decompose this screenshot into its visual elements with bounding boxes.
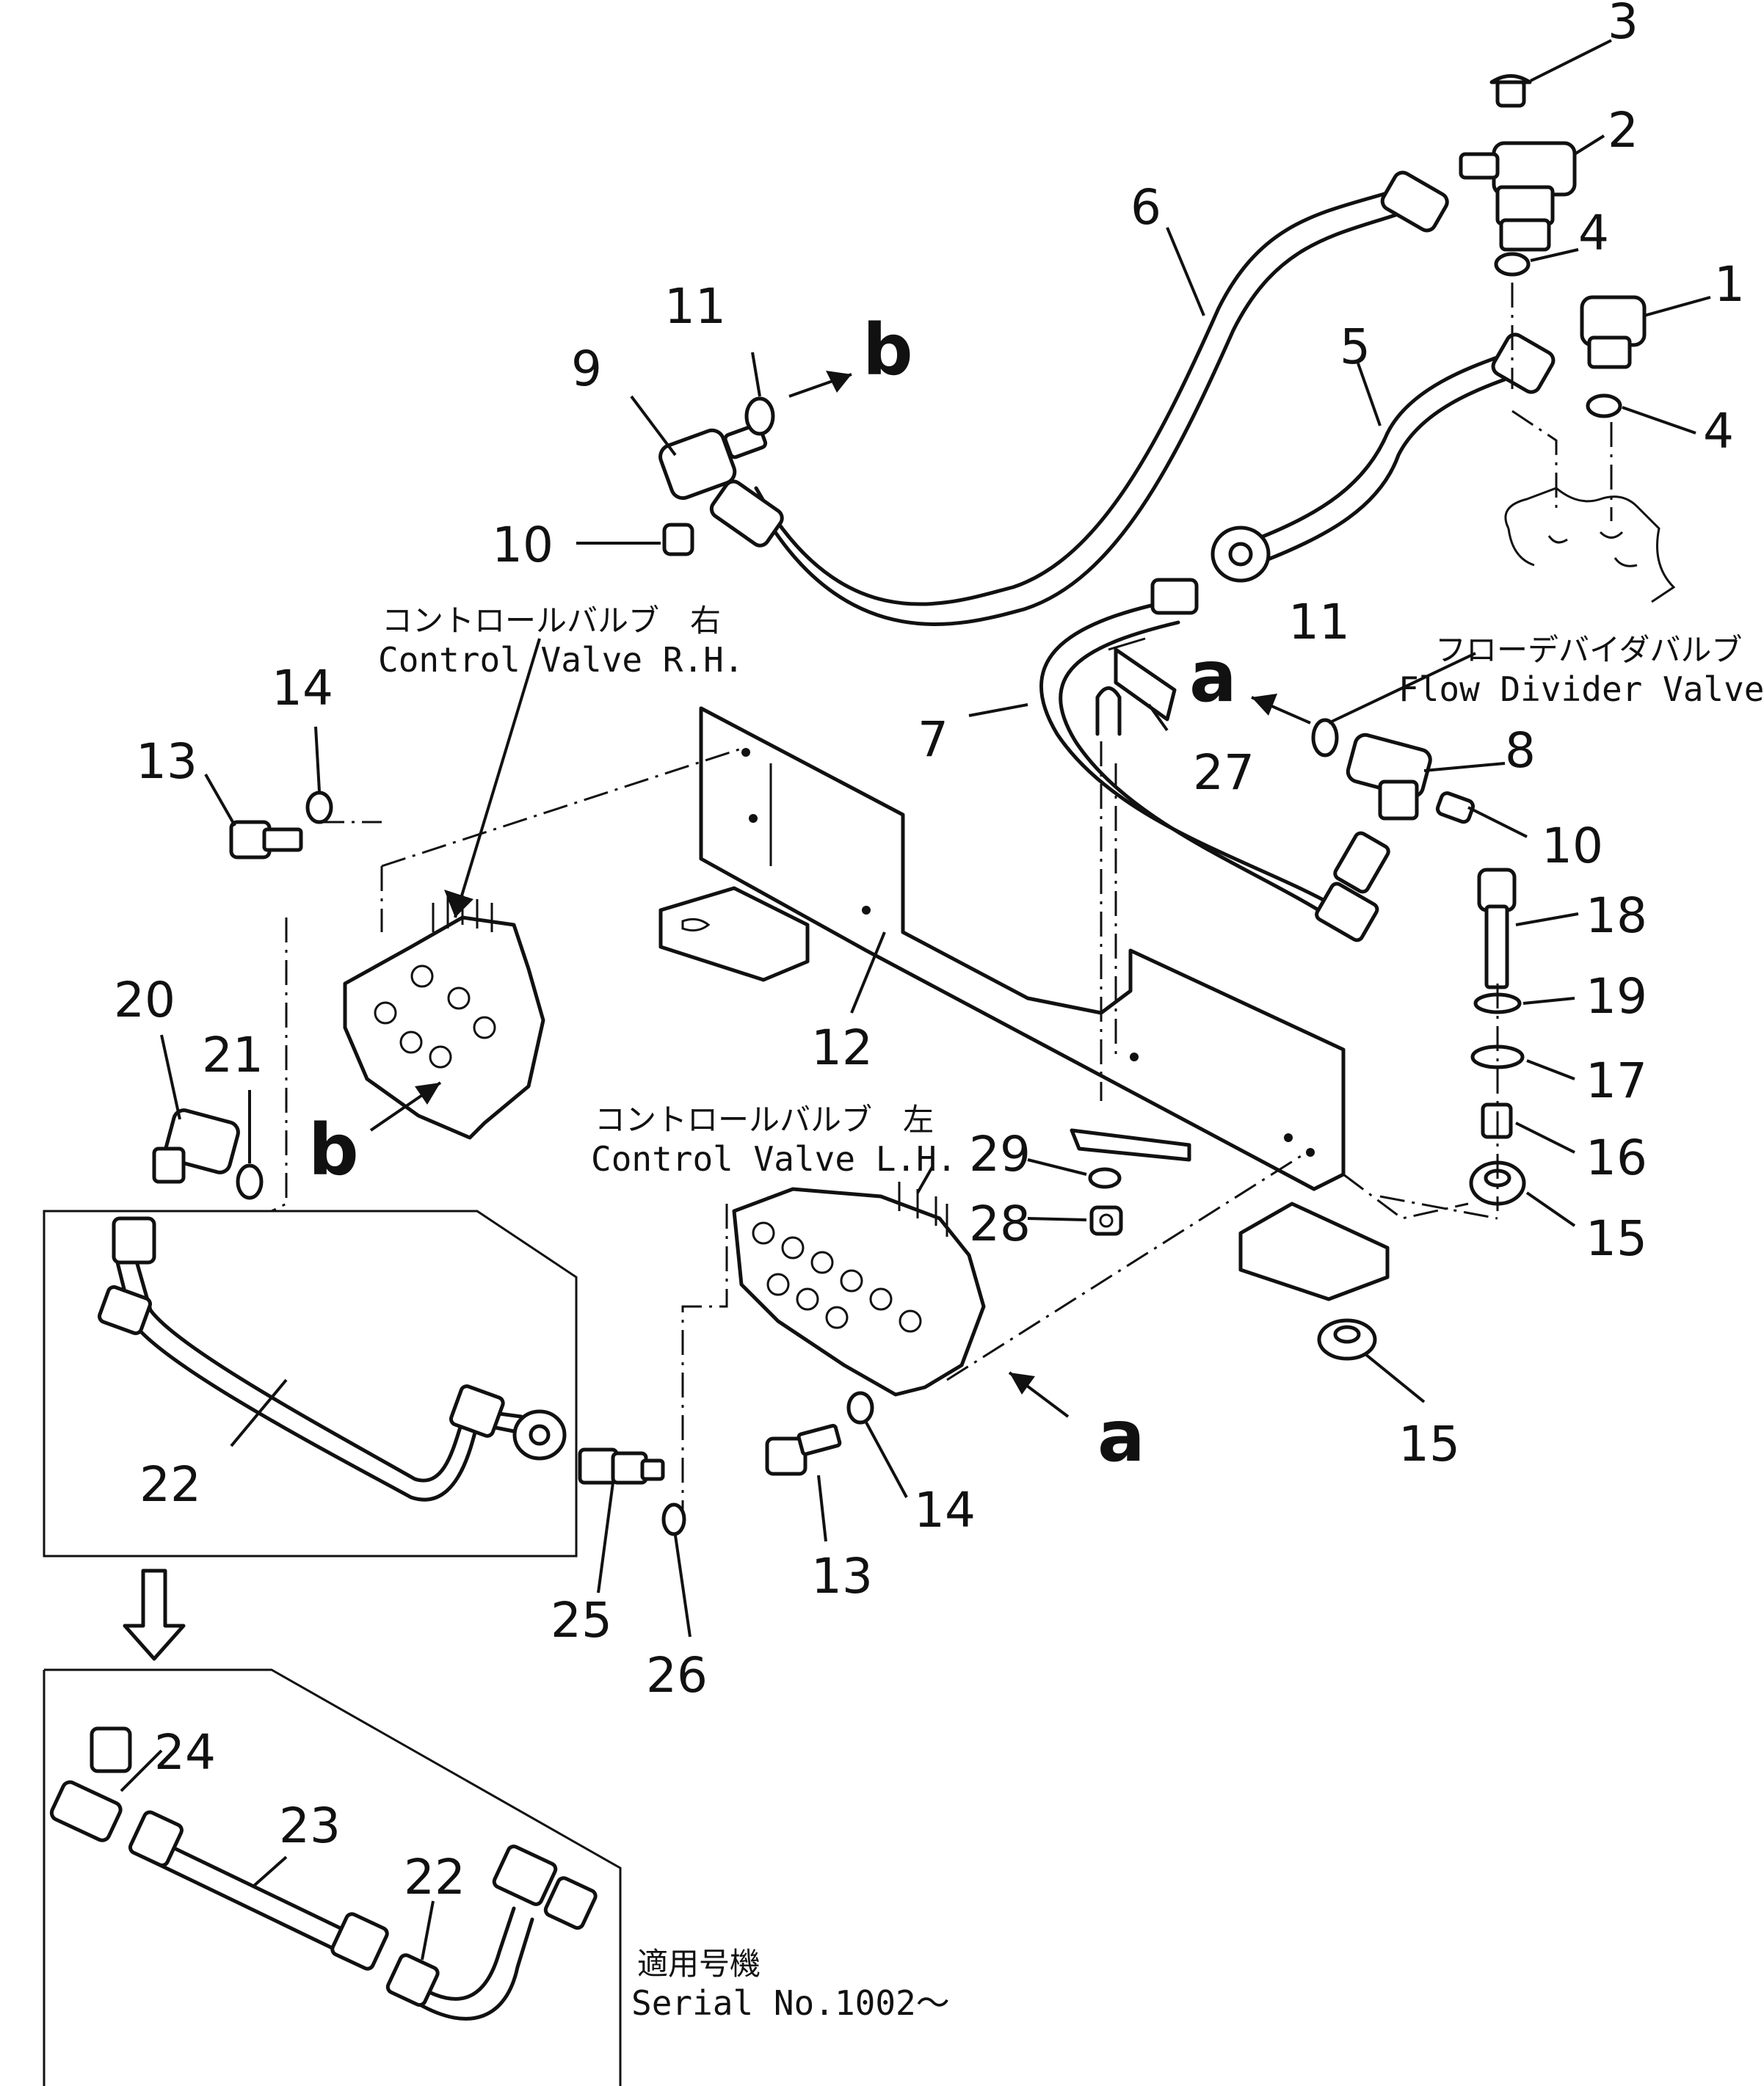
grease-fitting-3: [1489, 74, 1532, 108]
o-ring-4-upper: [1494, 252, 1531, 277]
callout-22-box2: 22: [404, 1849, 465, 1905]
control-valve-lh-jp: コントロールバルブ 左: [595, 1102, 934, 1138]
arrow-b-bottom-icon: [369, 1081, 442, 1132]
fitting-10-upper: [662, 523, 694, 556]
callout-28: 28: [969, 1196, 1031, 1252]
callout-25: 25: [551, 1592, 612, 1649]
fitting-10-lower: [1435, 791, 1475, 824]
hose-23-assembly: [49, 1726, 598, 2021]
callout-9: 9: [571, 341, 602, 397]
elbow-20: [152, 1108, 240, 1184]
callout-7: 7: [918, 711, 948, 768]
o-ring-11-lower: [1311, 718, 1339, 757]
callout-23: 23: [279, 1798, 341, 1854]
captions: コントロールバルブ 右 Control Valve R.H. コントロールバルブ…: [378, 603, 1764, 2023]
nut-28: [1089, 1205, 1123, 1236]
washer-29: [1088, 1167, 1122, 1189]
o-ring-21: [236, 1163, 264, 1200]
washer-14-lower: [846, 1391, 874, 1425]
detail-box-1: [43, 1210, 578, 1558]
callout-2: 2: [1608, 102, 1638, 159]
callout-1: 1: [1714, 256, 1745, 313]
serial-en: Serial No.1002～: [631, 1983, 950, 2023]
callout-14-lower: 14: [914, 1482, 976, 1538]
hose-6: [709, 170, 1449, 626]
callout-6: 6: [1130, 179, 1161, 236]
tube-22: [98, 1216, 567, 1502]
callout-20: 20: [114, 972, 175, 1028]
callout-10-upper: 10: [492, 517, 553, 573]
callout-27: 27: [1193, 744, 1255, 801]
arrow-a-top-icon: [1251, 694, 1311, 724]
serial-jp: 適用号機: [637, 1946, 761, 1982]
callout-19: 19: [1586, 968, 1647, 1025]
callout-22-box1: 22: [139, 1456, 201, 1513]
flow-divider-en: Flow Divider Valve: [1398, 669, 1764, 709]
callout-8: 8: [1505, 722, 1536, 779]
callout-16: 16: [1586, 1130, 1647, 1186]
elbow-2: [1459, 141, 1577, 252]
callout-10-lower: 10: [1542, 818, 1603, 874]
elbow-1: [1580, 295, 1647, 369]
control-valve-rh-jp: コントロールバルブ 右: [382, 603, 721, 639]
callout-11-lower: 11: [1288, 594, 1350, 650]
o-ring-26: [661, 1502, 686, 1536]
control-valve-lh-en: Control Valve L.H.: [591, 1139, 957, 1179]
control-valve-lh: [732, 1182, 986, 1397]
callout-4-lower: 4: [1703, 403, 1734, 459]
callout-14-upper: 14: [272, 660, 333, 716]
arrow-down-icon: [123, 1569, 186, 1661]
detail-box-2: [43, 1668, 622, 2086]
o-ring-11-upper: [744, 396, 775, 436]
callout-13-upper: 13: [136, 733, 197, 790]
cushion-15-lower: [1317, 1318, 1377, 1361]
callout-15-lower: 15: [1398, 1416, 1460, 1472]
callout-17: 17: [1586, 1053, 1647, 1109]
callout-26: 26: [646, 1647, 708, 1704]
callout-11-upper: 11: [664, 278, 726, 335]
washer-14-upper: [305, 791, 333, 824]
leader-lines: [120, 39, 1711, 1960]
control-valve-rh: [343, 892, 545, 1140]
bolt-18: [1477, 868, 1517, 989]
callout-4-upper: 4: [1578, 205, 1609, 261]
flow-divider-jp: フローデバイダバルブ: [1435, 632, 1742, 668]
callout-13-lower: 13: [811, 1548, 873, 1605]
o-ring-4-lower: [1586, 393, 1622, 418]
callout-29: 29: [969, 1126, 1031, 1182]
control-valve-rh-en: Control Valve R.H.: [378, 640, 744, 680]
ref-a-top: a: [1189, 636, 1237, 718]
arrow-a-bottom-icon: [1008, 1371, 1070, 1418]
tube-7: [1039, 578, 1390, 942]
ref-a-bottom: a: [1097, 1395, 1145, 1478]
clamp-27: [1095, 637, 1177, 736]
callout-labels: 3 2 6 4 1 5 4 11 9 10 11 7 27 8 10 18 19…: [114, 0, 1745, 1905]
callout-24: 24: [154, 1724, 216, 1781]
bolt-13-lower: [765, 1423, 842, 1476]
ref-b-bottom: b: [308, 1109, 359, 1191]
callout-12: 12: [811, 1020, 873, 1076]
arrow-rh-valve-icon: [444, 890, 473, 917]
ref-b-top: b: [863, 309, 913, 391]
bracket-12: [658, 706, 1390, 1301]
callout-18: 18: [1586, 887, 1647, 944]
view-reference-letters: b a b a: [308, 309, 1237, 1478]
elbow-8: [1346, 733, 1432, 821]
callout-3: 3: [1608, 0, 1638, 50]
callout-21: 21: [202, 1027, 264, 1083]
connector-25: [578, 1447, 665, 1485]
assembly-lines: [271, 283, 1613, 1512]
flow-divider-valve: [1504, 487, 1676, 603]
callout-15-upper: 15: [1586, 1210, 1647, 1267]
callout-5: 5: [1340, 319, 1371, 375]
bolt-13-upper: [229, 820, 303, 860]
hose-5: [1211, 332, 1556, 583]
arrow-b-top-icon: [788, 371, 852, 398]
